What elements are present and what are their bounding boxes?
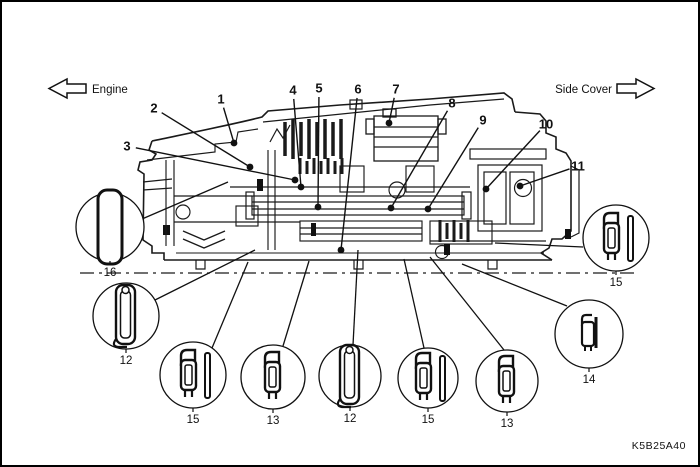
callout-5: 5 [314, 81, 323, 211]
callout-number: 1 [217, 92, 224, 107]
front-clutch-pack [269, 119, 344, 174]
detail-circle-16: 16 [75, 188, 145, 279]
callout-dot [246, 163, 254, 171]
callout-leader-line [340, 97, 358, 251]
callout-number: 10 [539, 117, 553, 132]
callout-dot [337, 246, 345, 254]
detail-circle-leader-line [282, 260, 310, 347]
callout-number: 2 [150, 101, 157, 116]
callout-number: 5 [315, 81, 322, 96]
callout-dot [387, 204, 395, 212]
callout-leader-line [161, 112, 251, 168]
case-outline [137, 92, 580, 261]
callout-1: 1 [217, 92, 238, 147]
callout-leader-line [485, 130, 541, 190]
callout-leader-line [427, 127, 479, 210]
detail-circles: 16 12 15 13 12 15 13 14 15 [75, 188, 650, 430]
callout-6: 6 [337, 82, 362, 254]
detail-circle-leader-line [403, 258, 425, 349]
detail-circle-13: 13 [240, 344, 306, 427]
detail-circle-label: 16 [104, 267, 117, 279]
side-cover-label: Side Cover [555, 84, 612, 96]
mid-details [175, 150, 493, 260]
center-drum [365, 108, 447, 162]
callout-8: 8 [387, 96, 456, 212]
figure-code: K5B25A40 [632, 440, 686, 452]
callout-dot [482, 185, 490, 193]
detail-circle-label: 13 [501, 418, 514, 430]
callout-number: 8 [448, 96, 455, 111]
detail-circle-15: 15 [397, 347, 459, 426]
callout-dot [385, 119, 393, 127]
detail-circle-12: 12 [318, 343, 382, 425]
detail-circle-leader-line [494, 242, 584, 248]
callout-leader-line [135, 147, 296, 181]
callout-9: 9 [424, 113, 487, 213]
detail-circle-leader-line [141, 181, 229, 220]
side-cover-direction: Side Cover [555, 77, 656, 100]
detail-circle-15: 15 [159, 341, 227, 426]
callout-number: 9 [479, 113, 486, 128]
detail-circle-label: 15 [610, 277, 623, 289]
snap-ring-long-icon [336, 343, 361, 409]
callout-leader-line [317, 96, 320, 208]
side-cover-arrow-icon [616, 77, 656, 100]
callout-leader-line [293, 98, 302, 188]
callout-number: 3 [123, 139, 130, 154]
left-inner-structure [142, 128, 300, 246]
callout-number: 11 [571, 159, 585, 174]
detail-circle-leader-line [352, 249, 359, 346]
callout-dot [424, 205, 432, 213]
detail-circle-label: 15 [422, 414, 435, 426]
detail-circle-12: 12 [92, 282, 160, 367]
callout-2: 2 [150, 101, 254, 171]
callout-11: 11 [516, 159, 585, 190]
engine-arrow-icon [47, 77, 87, 100]
callout-3: 3 [123, 139, 299, 184]
detail-circle-label: 12 [120, 355, 133, 367]
callout-leader-line [388, 97, 395, 124]
callout-10: 10 [482, 117, 553, 193]
snap-ring-long-icon [112, 283, 137, 349]
detail-circle-leader-line [461, 263, 568, 307]
callout-dot [297, 183, 305, 191]
detail-circle-label: 13 [267, 415, 280, 427]
callout-dot [516, 182, 524, 190]
case-feet [195, 260, 498, 270]
callout-7: 7 [385, 82, 400, 127]
rear-assembly [430, 148, 547, 242]
engine-direction: Engine [47, 77, 128, 100]
detail-circle-leader-line [429, 256, 505, 351]
detail-circle-15: 15 [582, 204, 650, 289]
seal-ring-icon [96, 188, 124, 266]
callout-number: 6 [354, 82, 361, 97]
detail-circle-14: 14 [554, 299, 624, 386]
detail-circle-label: 15 [187, 414, 200, 426]
engine-label: Engine [92, 84, 128, 96]
detail-circle-leader-line [154, 249, 256, 301]
callout-4: 4 [289, 83, 305, 191]
callout-leader-line [519, 168, 570, 187]
detail-circle-leaders [141, 181, 584, 351]
detail-circle-label: 14 [583, 374, 596, 386]
callout-dot [314, 203, 322, 211]
callout-leader-line [390, 110, 449, 209]
callout-dot [230, 139, 238, 147]
callouts: 1 2 3 4 5 6 7 8 9 10 11 [123, 81, 585, 254]
detail-circle-leader-line [211, 261, 249, 349]
detail-circle-13: 13 [475, 349, 539, 430]
bearing-symbols [182, 230, 226, 249]
callout-number: 7 [392, 82, 399, 97]
detail-circle-label: 12 [344, 413, 357, 425]
callout-leader-line [222, 107, 235, 144]
callout-dot [291, 176, 299, 184]
callout-number: 4 [289, 83, 297, 98]
